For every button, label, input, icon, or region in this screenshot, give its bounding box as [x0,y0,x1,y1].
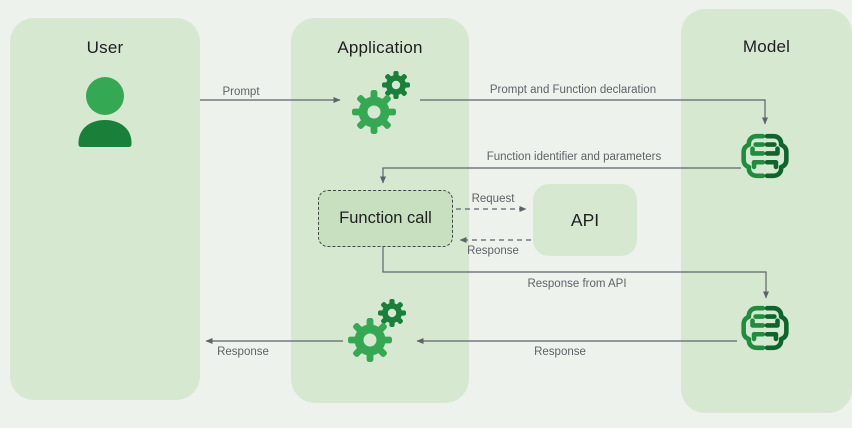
edge-label-prompt-and-function-declaration: Prompt and Function declaration [489,84,657,96]
function-call-node: Function call [318,190,453,247]
edge-response-from-api [382,247,769,299]
api-node: API [533,184,637,256]
function-call-label: Function call [339,209,432,227]
edge-label-final-response: Response [217,346,269,358]
edge-label-api-response: Response [467,245,519,257]
api-label: API [570,209,600,230]
lane-application-title: Application [337,38,423,57]
edge-label-response-from-api: Response from API [527,278,627,290]
model-brain-icon-bottom [740,303,790,353]
edge-label-function-identifier-and-parameters: Function identifier and parameters [486,151,662,163]
gears-icon-top [340,68,416,142]
edge-function-identifier-and-parameters [380,167,741,184]
lane-model-title: Model [742,37,791,56]
edge-prompt-and-function-declaration [420,99,768,125]
lane-user-title: User [86,38,124,57]
edge-label-model-response: Response [534,346,586,358]
edge-label-prompt: Prompt [222,86,260,98]
person-icon [75,70,135,148]
gears-icon-bottom [336,296,412,370]
model-brain-icon-top [740,131,790,181]
edge-label-request: Request [471,193,515,205]
